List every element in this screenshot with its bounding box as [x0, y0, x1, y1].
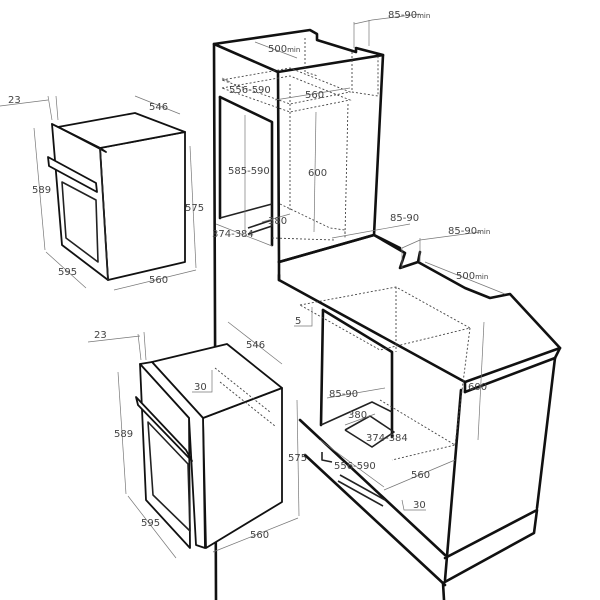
dim-counter-shelf-cutout-width: 374-384 [366, 433, 408, 444]
dim-oven1-body-width: 560 [149, 275, 168, 286]
dim-oven1-front-width: 595 [58, 267, 77, 278]
dim-counter-shelf-cutout: 380 [348, 410, 367, 421]
dim-oven2-body-width: 560 [250, 530, 269, 541]
oven-top [47, 112, 186, 281]
dim-oven2-depth: 546 [246, 340, 265, 351]
dim-oven2-vent: 30 [194, 382, 207, 393]
dim-oven1-front-height: 589 [32, 185, 51, 196]
dim-oven2-side-height: 575 [288, 453, 307, 464]
dim-oven1-door: 23 [8, 95, 21, 106]
dim-shelf-cutout: 380 [268, 216, 287, 227]
dim-niche-width: 556-590 [229, 85, 271, 96]
dim-oven2-front-width: 595 [141, 518, 160, 529]
dim-oven2-front-height: 589 [114, 429, 133, 440]
oven-bottom [135, 343, 283, 549]
dim-oven1-depth: 546 [149, 102, 168, 113]
dim-top-clearance: 5 [295, 316, 301, 327]
under-counter-cabinet [277, 233, 562, 600]
dim-niche-height: 585-590 [228, 166, 270, 177]
dim-oven1-side-height: 575 [185, 203, 204, 214]
dim-counter-top-depth: 500min [456, 271, 488, 282]
dim-cabinet-depth: 560 [305, 90, 324, 101]
dim-rear-vent: 85-90 [329, 389, 358, 400]
under-counter-dimensions: 85-90min 500min 5 600 85-90 380 374-384 … [294, 226, 506, 511]
oven-bottom-dimensions: 23 546 30 589 575 595 560 [87, 321, 307, 559]
dim-counter-niche-width: 556-590 [334, 461, 376, 472]
dim-counter-height: 600 [468, 382, 487, 393]
dim-cabinet-height: 600 [308, 168, 327, 179]
dim-rear-gap-top: 85-90min [388, 10, 430, 21]
dim-bottom-vent: 30 [413, 500, 426, 511]
tall-cabinet-dimensions: 500min 85-90min 556-590 560 585-590 600 … [212, 10, 430, 247]
dim-shelf-cutout-width: 374-384 [212, 229, 254, 240]
dim-counter-rear-gap: 85-90min [448, 226, 490, 237]
oven-top-dimensions: 23 546 589 575 595 560 [0, 95, 204, 291]
dim-500min-top: 500min [268, 44, 300, 55]
dim-rear-gap-bottom: 85-90 [390, 213, 419, 224]
dim-oven2-door: 23 [94, 330, 107, 341]
dim-counter-depth: 560 [411, 470, 430, 481]
